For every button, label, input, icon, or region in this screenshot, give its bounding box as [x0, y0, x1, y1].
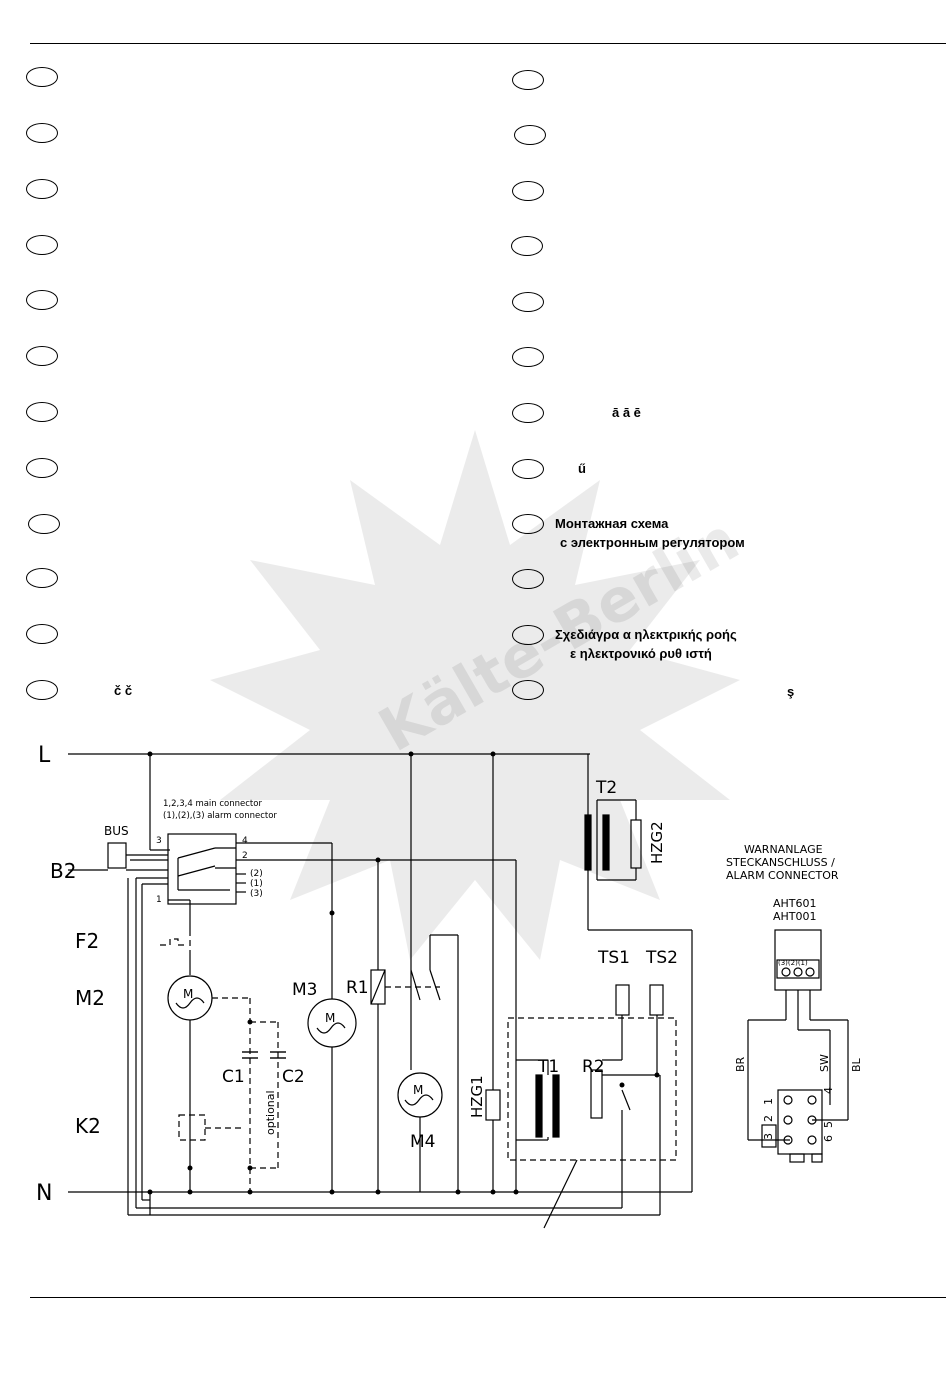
label-N: N: [36, 1181, 52, 1206]
language-bubble: [512, 514, 544, 534]
legend-text-greek-line1: Σχεδιάγρα α ηλεκτρικής ροής: [555, 627, 737, 642]
sensor-TS2: [649, 984, 664, 1016]
language-bubble: [28, 514, 60, 534]
terminal-4: 4: [242, 836, 248, 846]
terminal-1: 1: [156, 895, 162, 905]
language-bubble: [512, 459, 544, 479]
language-bubble: [512, 569, 544, 589]
label-HZG1: HZG1: [468, 1075, 486, 1118]
bus-connector: [107, 842, 127, 869]
transformer-T1: [535, 1074, 543, 1138]
language-bubble: [512, 70, 544, 90]
language-bubble: [26, 680, 58, 700]
language-bubble: [511, 236, 543, 256]
plug-pin-3: 3: [762, 1133, 775, 1140]
legend-text-czech: č č: [114, 683, 133, 698]
aht-model-1: AHT601: [773, 897, 817, 910]
alarm-terminal-3: (3): [250, 889, 263, 899]
resistor-R2: [590, 1069, 603, 1119]
plug-pin-5: 5: [822, 1121, 835, 1128]
legend-text-latvian: ā ā ē: [612, 405, 641, 420]
language-bubble: [26, 67, 58, 87]
language-bubble: [512, 292, 544, 312]
language-bubble: [512, 181, 544, 201]
label-M3: M3: [292, 980, 317, 1000]
legend-text-russian-line2: с электронным регулятором: [560, 535, 745, 550]
label-optional: optional: [264, 1090, 277, 1135]
plug-pin-6: 6: [822, 1135, 835, 1142]
label-HZG2: HZG2: [648, 821, 666, 864]
motor-M3-glyph: M: [325, 1011, 335, 1025]
motor-M2-glyph: M: [183, 987, 193, 1001]
alarm-terminal-2: (2): [250, 869, 263, 879]
language-bubble: [512, 347, 544, 367]
connector-note-alarm: (1),(2),(3) alarm connector: [163, 811, 277, 821]
label-C2: C2: [282, 1067, 305, 1087]
heater-HZG1: [485, 1089, 501, 1121]
label-M4: M4: [410, 1132, 435, 1152]
relay-K2: [178, 1114, 206, 1141]
motor-M4-glyph: M: [413, 1083, 423, 1097]
label-T1: T1: [537, 1057, 559, 1077]
language-bubble: [512, 403, 544, 423]
language-bubble: [514, 125, 546, 145]
bottom-rule: [30, 1297, 946, 1298]
language-bubble: [26, 458, 58, 478]
legend-text-greek-line2: ε ηλεκτρονικό ρυθ ιστή: [570, 645, 712, 662]
plug-pin-2: 2: [762, 1115, 775, 1122]
warn-line1: WARNANLAGE: [744, 843, 823, 856]
language-bubble: [512, 680, 544, 700]
label-F2: F2: [75, 929, 99, 953]
label-R1: R1: [346, 978, 369, 998]
label-R2: R2: [582, 1057, 605, 1077]
language-bubble: [512, 625, 544, 645]
language-bubble: [26, 568, 58, 588]
label-TS1: TS1: [597, 948, 630, 968]
language-bubble: [26, 624, 58, 644]
plug-pin-4: 4: [822, 1087, 835, 1094]
label-BUS: BUS: [104, 824, 129, 838]
warn-line2: STECKANSCHLUSS /: [726, 856, 835, 869]
label-T2: T2: [595, 778, 617, 798]
label-C1: C1: [222, 1067, 245, 1087]
language-bubble: [26, 290, 58, 310]
label-TS2: TS2: [645, 948, 678, 968]
top-rule: [30, 43, 946, 44]
alarm-terminal-1: (1): [250, 879, 263, 889]
label-M2: M2: [75, 986, 105, 1010]
warn-line3: ALARM CONNECTOR: [726, 869, 839, 882]
aht-model-2: AHT001: [773, 910, 817, 923]
language-bubble: [26, 346, 58, 366]
wire-BR: BR: [734, 1056, 747, 1072]
legend-text-russian-line1: Монтажная схема: [555, 516, 669, 531]
terminal-2: 2: [242, 851, 248, 861]
label-K2: K2: [75, 1114, 101, 1138]
wire-BL: BL: [850, 1057, 863, 1072]
wire-SW: SW: [818, 1054, 831, 1072]
aht-pins: (3)(2)(1): [778, 959, 808, 967]
terminal-3: 3: [156, 836, 162, 846]
module-outline: [507, 1017, 677, 1161]
language-bubble: [26, 402, 58, 422]
main-connector-box: [167, 833, 237, 905]
language-bubble: [26, 235, 58, 255]
legend-text-hungarian: ű: [578, 461, 586, 476]
label-B2: B2: [50, 859, 76, 883]
sensor-TS1: [615, 984, 630, 1016]
label-L: L: [38, 743, 51, 768]
plug-pin-1: 1: [762, 1098, 775, 1105]
language-bubble: [26, 123, 58, 143]
connector-note-main: 1,2,3,4 main connector: [163, 799, 262, 809]
language-bubble: [26, 179, 58, 199]
transformer-T2: [584, 814, 592, 871]
legend-text-turkish: ş: [787, 684, 795, 699]
